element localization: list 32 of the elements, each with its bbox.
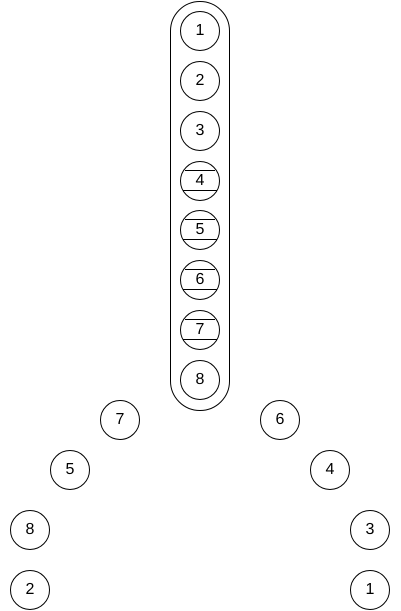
numbered-circle xyxy=(180,210,220,250)
circle-number: 6 xyxy=(196,272,204,288)
numbered-circle xyxy=(260,400,300,440)
numbered-circle xyxy=(10,510,50,550)
circle-number: 6 xyxy=(276,412,284,428)
circle-number: 4 xyxy=(196,173,204,189)
numbered-circle xyxy=(310,450,350,490)
circle-number: 1 xyxy=(366,582,374,598)
numbered-circle xyxy=(50,450,90,490)
numbered-circle xyxy=(180,360,220,400)
numbered-circle xyxy=(350,510,390,550)
numbered-circle xyxy=(180,61,220,101)
circle-number: 4 xyxy=(326,462,334,478)
circle-number: 3 xyxy=(196,123,204,139)
numbered-circle xyxy=(10,570,50,610)
circle-number: 5 xyxy=(66,462,74,478)
circle-number: 3 xyxy=(366,522,374,538)
numbered-circle xyxy=(180,11,220,51)
numbered-circle xyxy=(180,111,220,151)
numbered-circle xyxy=(100,400,140,440)
circle-number: 8 xyxy=(196,372,204,388)
circle-number: 1 xyxy=(196,23,204,39)
circle-number: 7 xyxy=(196,322,204,338)
circle-number: 7 xyxy=(116,412,124,428)
numbered-circle xyxy=(350,570,390,610)
numbered-circle xyxy=(180,161,220,201)
numbered-circle xyxy=(180,260,220,300)
circle-number: 2 xyxy=(26,582,34,598)
numbered-circle xyxy=(180,310,220,350)
circle-number: 2 xyxy=(196,73,204,89)
circle-number: 5 xyxy=(196,222,204,238)
circle-number: 8 xyxy=(26,522,34,538)
